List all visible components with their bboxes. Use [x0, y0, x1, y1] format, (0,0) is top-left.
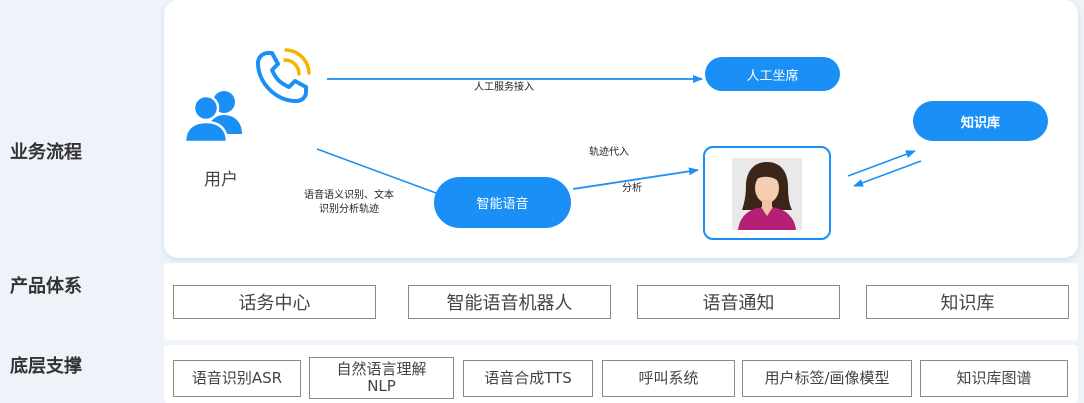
base-call-system: 呼叫系统: [602, 360, 735, 397]
speech-recognition-label-line1: 语音语义识别、文本: [304, 190, 394, 201]
human-service-access-label: 人工服务接入: [474, 82, 534, 93]
product-call-center: 话务中心: [173, 285, 376, 319]
human-agent-node: 人工坐席: [705, 57, 840, 91]
knowledge-base-node: 知识库: [913, 101, 1048, 141]
phone-icon: [256, 48, 311, 103]
track-substitution-label: 轨迹代入: [589, 147, 629, 158]
product-system-panel: 话务中心 智能语音机器人 语音通知 知识库: [164, 263, 1078, 340]
product-smart-voice-robot: 智能语音机器人: [408, 285, 611, 319]
arrow-to-avatar: [572, 167, 699, 190]
product-system-label: 产品体系: [10, 276, 82, 297]
base-support-panel: 语音识别ASR 自然语言理解 NLP 语音合成TTS 呼叫系统 用户标签/画像模…: [164, 345, 1078, 403]
base-nlp-line2: NLP: [367, 377, 396, 395]
base-tts: 语音合成TTS: [463, 360, 593, 397]
business-flow-panel: 用户 人工服务接入 人工坐席 知识库 语音语义识别、文本 识别分析轨迹 智能语音…: [164, 0, 1078, 258]
flow-connectors: [316, 75, 922, 194]
base-user-tags: 用户标签/画像模型: [742, 360, 912, 397]
base-nlp-line1: 自然语言理解: [336, 360, 427, 378]
analysis-label: 分析: [622, 183, 642, 194]
base-knowledge-graph: 知识库图谱: [920, 360, 1068, 397]
agent-avatar-card: [703, 146, 831, 240]
line-user-to-smart-voice: [316, 148, 437, 194]
speech-recognition-label: 语音语义识别、文本 识别分析轨迹: [294, 189, 404, 217]
product-knowledge-base: 知识库: [866, 285, 1069, 319]
business-flow-label: 业务流程: [10, 142, 82, 163]
product-voice-notification: 语音通知: [637, 285, 840, 319]
arrow-from-knowledge-base: [853, 160, 922, 187]
user-label: 用户: [204, 170, 238, 190]
speech-recognition-label-line2: 识别分析轨迹: [319, 204, 379, 215]
smart-voice-node: 智能语音: [434, 177, 571, 228]
base-nlp: 自然语言理解 NLP: [309, 357, 454, 399]
arrow-to-knowledge-base: [847, 150, 916, 177]
base-support-label: 底层支撑: [10, 356, 82, 377]
base-asr: 语音识别ASR: [173, 360, 301, 397]
users-icon: [184, 91, 242, 144]
agent-avatar: [732, 158, 802, 230]
